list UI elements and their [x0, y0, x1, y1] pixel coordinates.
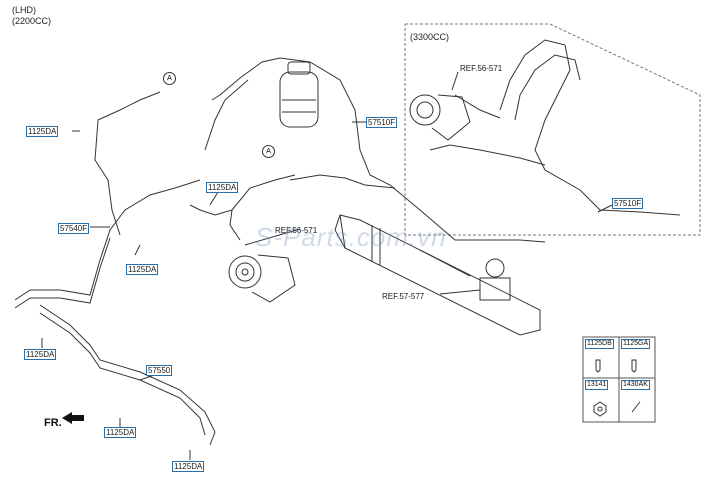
inset-border — [404, 23, 701, 236]
lower-hose — [39, 304, 216, 446]
pump-feed-hose — [189, 204, 233, 216]
reservoir — [279, 61, 319, 128]
power-steering-pump — [228, 254, 296, 303]
pressure-hose-left — [14, 179, 201, 301]
return-hose — [94, 91, 161, 236]
part-label-1125da[interactable]: 1125DA — [104, 427, 137, 438]
part-label-57540f[interactable]: 57540F — [58, 223, 90, 234]
part-label-1125da[interactable]: 1125DA — [126, 264, 159, 275]
engine-displacement-label: (2200CC) — [12, 16, 52, 26]
legend-cell-label[interactable]: 1125GA — [621, 339, 651, 349]
legend-grid — [582, 336, 656, 423]
legend-cell-label[interactable]: 1430AK — [621, 380, 650, 390]
upper-pressure-hose — [211, 57, 546, 243]
pump-ref-label[interactable]: REF.56-571 — [275, 226, 318, 235]
part-label-57550[interactable]: 57550 — [146, 365, 173, 376]
legend-icons — [593, 359, 641, 417]
callout-a: A — [262, 145, 275, 158]
steering-gear — [334, 214, 541, 336]
part-label-57510f[interactable]: 57510F — [366, 117, 398, 128]
fr-arrow — [62, 412, 84, 424]
inset-pump — [409, 94, 471, 141]
inset-part-label[interactable]: 57510F — [612, 198, 644, 209]
watermark: S-Parts.com.vn — [255, 222, 447, 252]
legend-cell-label[interactable]: 1125DB — [585, 339, 614, 349]
inset-title: (3300CC) — [410, 32, 450, 42]
part-label-1125da[interactable]: 1125DA — [206, 182, 239, 193]
model-side-label: (LHD) — [12, 5, 36, 15]
part-label-1125da[interactable]: 1125DA — [172, 461, 205, 472]
part-label-1125da[interactable]: 1125DA — [24, 349, 57, 360]
callout-a: A — [163, 72, 176, 85]
legend-cell-label[interactable]: 13141 — [585, 380, 609, 390]
rack-ref-label[interactable]: REF.57-577 — [382, 292, 425, 301]
part-label-1125da[interactable]: 1125DA — [26, 126, 59, 137]
inset-ref-label[interactable]: REF.56-571 — [460, 64, 503, 73]
front-direction-label: FR. — [44, 417, 62, 429]
